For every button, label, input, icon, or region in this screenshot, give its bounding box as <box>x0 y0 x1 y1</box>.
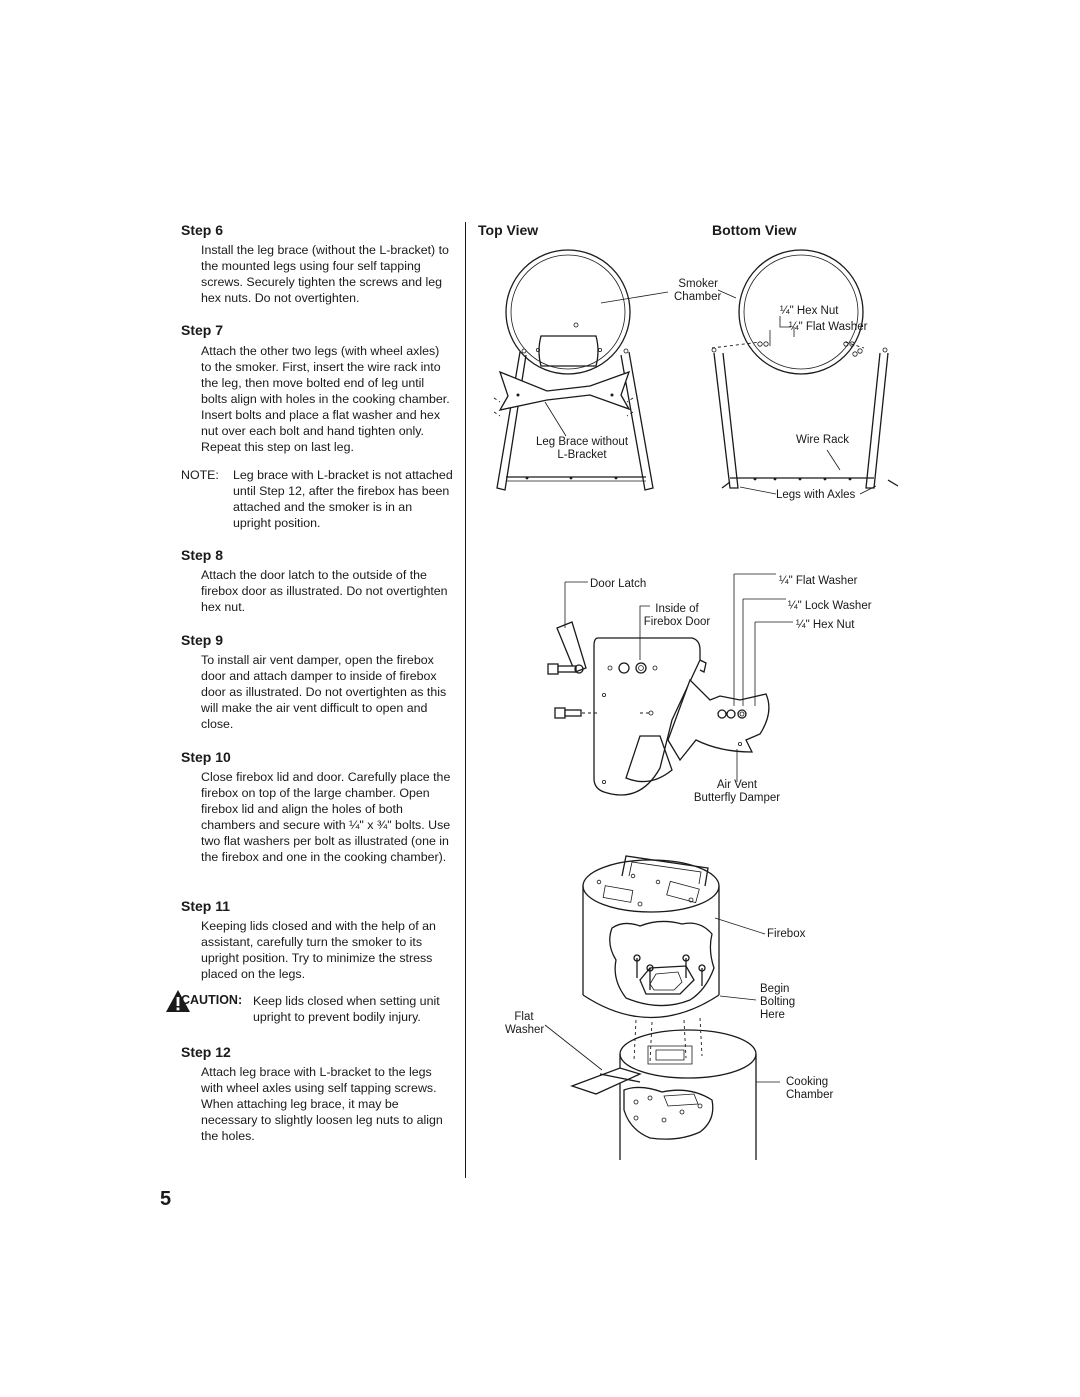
step-6-heading: Step 6 <box>181 222 224 238</box>
step-12-text: Attach leg brace with L-bracket to the l… <box>201 1065 443 1143</box>
page-number: 5 <box>160 1188 172 1210</box>
label-legs-with-axles: Legs with Axles <box>776 489 856 501</box>
label-smoker-chamber: Smoker Chamber <box>674 278 722 303</box>
label-lock-washer: ¼" Lock Washer <box>788 600 872 612</box>
label-inside-firebox-door: Inside of Firebox Door <box>643 603 711 628</box>
step-11-text: Keeping lids closed and with the help of… <box>201 919 436 981</box>
label-firebox: Firebox <box>767 928 806 940</box>
label-leg-brace: Leg Brace without L-Bracket <box>535 436 629 461</box>
label-hex-nut-mid: ¼" Hex Nut <box>796 619 855 631</box>
column-divider <box>465 222 467 1178</box>
step-9-text: To install air vent damper, open the fir… <box>201 653 447 731</box>
bottom-view-title: Bottom View <box>712 222 797 238</box>
label-hex-nut-top: ¼" Hex Nut <box>780 305 839 317</box>
label-flat-washer-bottom: Flat Washer <box>505 1011 545 1036</box>
label-begin-bolting-here: Begin Bolting Here <box>760 983 796 1021</box>
note-label: NOTE: <box>181 468 219 482</box>
step-7-heading: Step 7 <box>181 322 224 338</box>
step-12-heading: Step 12 <box>181 1044 231 1060</box>
label-air-vent-damper: Air Vent Butterfly Damper <box>693 779 781 804</box>
label-door-latch: Door Latch <box>590 578 647 590</box>
step-10-heading: Step 10 <box>181 749 231 765</box>
step-10-text: Close firebox lid and door. Carefully pl… <box>201 770 451 864</box>
step-7-text: Attach the other two legs (with wheel ax… <box>201 344 450 454</box>
step-11-heading: Step 11 <box>181 898 231 914</box>
top-view-title: Top View <box>478 222 539 238</box>
label-flat-washer-mid: ¼" Flat Washer <box>779 575 858 587</box>
caution-text: Keep lids closed when setting unit uprig… <box>253 994 440 1024</box>
caution-label: CAUTION: <box>181 993 243 1007</box>
step-8-text: Attach the door latch to the outside of … <box>201 568 448 614</box>
step-6-text: Install the leg brace (without the L-bra… <box>201 243 449 305</box>
label-wire-rack: Wire Rack <box>796 434 850 446</box>
label-cooking-chamber: Cooking Chamber <box>786 1076 834 1101</box>
step-9-heading: Step 9 <box>181 632 224 648</box>
step-8-heading: Step 8 <box>181 547 224 563</box>
note-text: Leg brace with L-bracket is not attached… <box>233 468 453 530</box>
label-flat-washer-top: ¼" Flat Washer <box>789 321 868 333</box>
